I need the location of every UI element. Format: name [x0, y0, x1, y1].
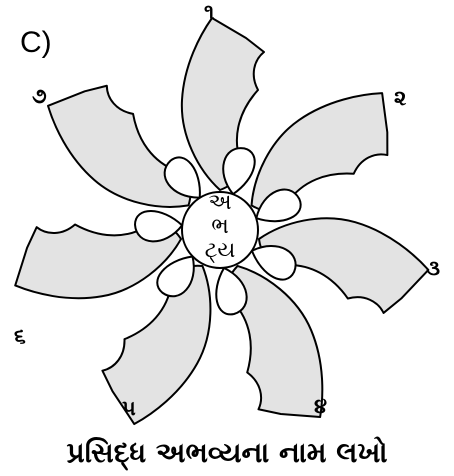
petal-number-5: ૫ [122, 398, 136, 419]
petal-number-7: ૭ [32, 86, 47, 107]
petal-number-3: ૩ [426, 258, 440, 279]
option-label: C) [20, 26, 52, 60]
petal-number-4: ૪ [314, 396, 327, 417]
petal-2 [228, 69, 414, 240]
center-letter-1: અ [200, 192, 240, 214]
petal-number-2: ૨ [394, 88, 406, 109]
caption: પ્રસિદ્ધ અભવ્યના નામ લખો [0, 436, 454, 470]
center-letter-2: ભ [200, 216, 240, 238]
center-letter-3: ટ્ય [200, 240, 240, 262]
petal-number-6: ૬ [14, 326, 26, 347]
petal-number-1: ૧ [204, 2, 214, 23]
